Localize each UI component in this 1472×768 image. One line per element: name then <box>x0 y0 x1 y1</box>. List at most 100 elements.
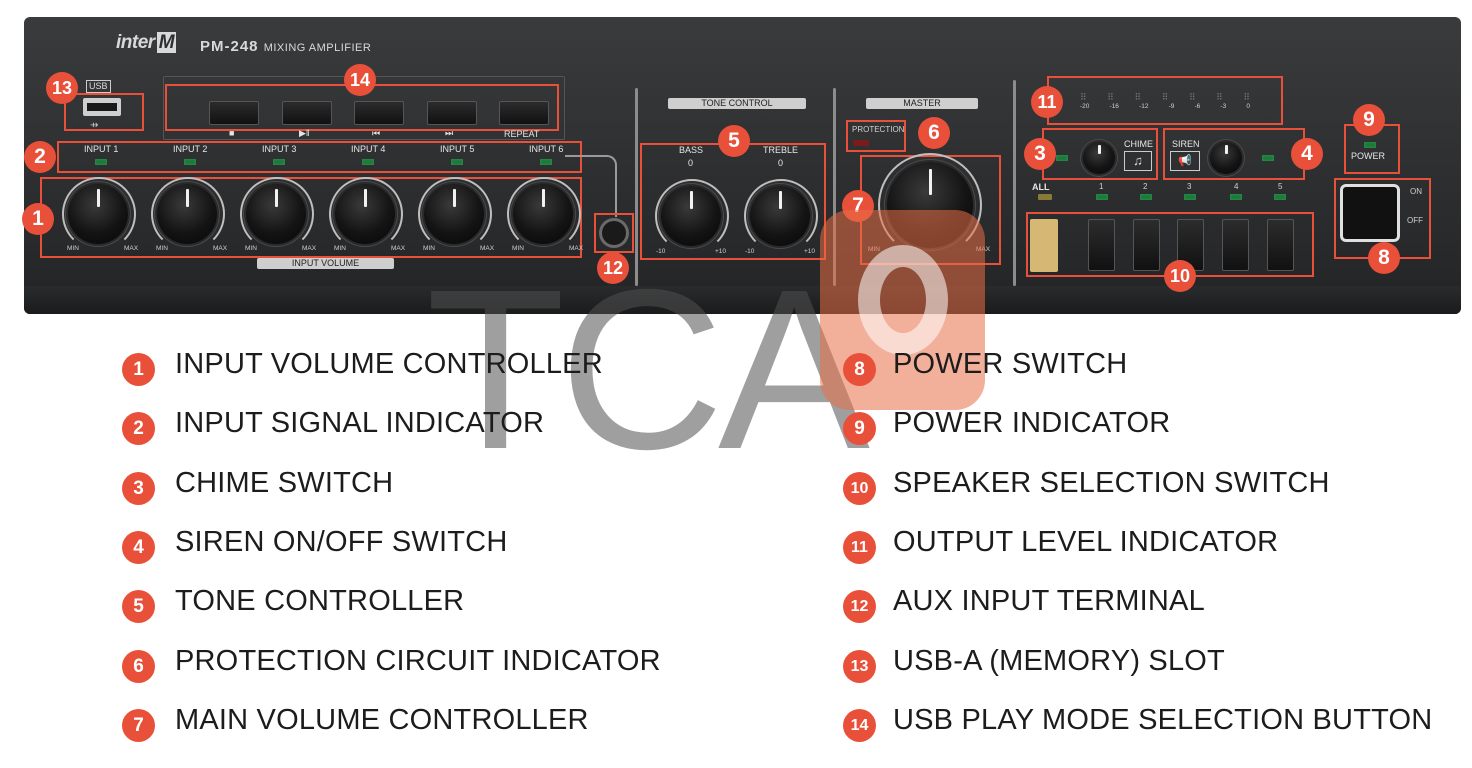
level-led-dots: ⠿⠿⠿⠿⠿⠿⠿ <box>1080 92 1250 102</box>
speaker-number-2: 2 <box>1143 182 1148 191</box>
input-led-3 <box>273 159 285 165</box>
siren-switch[interactable] <box>1210 142 1242 174</box>
callout-frame-6 <box>846 120 906 152</box>
legend-badge-14: 14 <box>843 709 876 742</box>
previous-button[interactable] <box>354 101 404 125</box>
legend-item-5: TONE CONTROLLER <box>175 585 465 617</box>
watermark-text: TCA <box>426 243 870 497</box>
knob-max-3: MAX <box>302 245 317 252</box>
input-label-1: INPUT 1 <box>84 144 119 154</box>
treble-zero-mark: 0 <box>778 158 784 168</box>
legend-item-13: USB-A (MEMORY) SLOT <box>893 645 1225 677</box>
legend-item-11: OUTPUT LEVEL INDICATOR <box>893 526 1279 558</box>
legend-item-1: INPUT VOLUME CONTROLLER <box>175 348 603 380</box>
legend-item-7: MAIN VOLUME CONTROLLER <box>175 704 589 736</box>
level-mark: -16 <box>1109 103 1119 110</box>
repeat-button[interactable] <box>499 101 549 125</box>
speaker-led-2 <box>1140 194 1152 200</box>
stop-icon: ■ <box>229 128 235 138</box>
knob-max-1: MAX <box>124 245 139 252</box>
legend-badge-4: 4 <box>122 531 155 564</box>
level-mark: -3 <box>1220 103 1227 110</box>
speaker-led-4 <box>1230 194 1242 200</box>
legend-badge-13: 13 <box>843 650 876 683</box>
knob-min-2: MIN <box>156 245 168 252</box>
speaker-all-label: ALL <box>1032 182 1050 192</box>
speaker-all-led <box>1038 194 1052 200</box>
legend-badge-5: 5 <box>122 590 155 623</box>
input-volume-knob-3[interactable] <box>246 184 306 244</box>
callout-badge-14: 14 <box>344 64 376 96</box>
callout-badge-3: 3 <box>1024 138 1056 170</box>
level-mark: -12 <box>1139 103 1149 110</box>
legend-item-9: POWER INDICATOR <box>893 407 1171 439</box>
legend-badge-7: 7 <box>122 709 155 742</box>
power-off-label: OFF <box>1407 216 1423 225</box>
bass-scale <box>655 179 729 253</box>
next-icon: ⏭ <box>445 128 454 138</box>
input-led-2 <box>184 159 196 165</box>
speaker-switch-5[interactable] <box>1267 219 1294 271</box>
model-subtitle: MIXING AMPLIFIER <box>263 42 372 54</box>
level-mark: -20 <box>1080 103 1090 110</box>
input-led-1 <box>95 159 107 165</box>
input-label-5: INPUT 5 <box>440 144 475 154</box>
speaker-all-switch[interactable] <box>1030 219 1058 272</box>
level-mark: 0 <box>1246 103 1250 110</box>
chime-switch[interactable] <box>1083 142 1115 174</box>
divider-2 <box>833 88 836 286</box>
power-led <box>1364 142 1376 148</box>
next-button[interactable] <box>427 101 477 125</box>
knob-scale-5 <box>418 177 492 251</box>
power-on-label: ON <box>1410 187 1422 196</box>
chime-led <box>1056 155 1068 161</box>
legend-item-8: POWER SWITCH <box>893 348 1128 380</box>
aux-guide-line <box>565 155 617 217</box>
bass-knob[interactable] <box>661 186 721 246</box>
model-name: PM-248 MIXING AMPLIFIER <box>200 38 371 55</box>
input-volume-knob-6[interactable] <box>513 184 573 244</box>
callout-badge-1: 1 <box>22 203 54 235</box>
speaker-number-3: 3 <box>1187 182 1192 191</box>
aux-input-jack[interactable] <box>602 221 626 245</box>
level-scale: -20 -16 -12 -9 -6 -3 0 <box>1080 103 1250 110</box>
speaker-switch-1[interactable] <box>1088 219 1115 271</box>
treble-label: TREBLE <box>763 145 799 155</box>
treble-knob[interactable] <box>750 186 810 246</box>
play-pause-button[interactable] <box>282 101 332 125</box>
legend-item-12: AUX INPUT TERMINAL <box>893 585 1205 617</box>
input-volume-knob-1[interactable] <box>68 184 128 244</box>
bass-label: BASS <box>679 145 704 155</box>
callout-badge-4: 4 <box>1291 138 1323 170</box>
power-label: POWER <box>1351 151 1386 161</box>
legend-item-2: INPUT SIGNAL INDICATOR <box>175 407 545 439</box>
knob-scale-2 <box>151 177 225 251</box>
usb-symbol-icon: ⇸ <box>90 120 99 131</box>
legend-item-10: SPEAKER SELECTION SWITCH <box>893 467 1330 499</box>
legend-badge-12: 12 <box>843 590 876 623</box>
input-volume-label: INPUT VOLUME <box>257 258 394 269</box>
previous-icon: ⏮ <box>372 128 381 138</box>
input-volume-knob-5[interactable] <box>424 184 484 244</box>
brand-text: inter <box>116 32 155 53</box>
input-volume-knob-4[interactable] <box>335 184 395 244</box>
speaker-switch-2[interactable] <box>1133 219 1160 271</box>
protection-label: PROTECTION <box>852 125 905 134</box>
input-label-2: INPUT 2 <box>173 144 208 154</box>
tone-control-label: TONE CONTROL <box>668 98 806 109</box>
divider-3 <box>1013 80 1016 286</box>
callout-badge-6: 6 <box>918 117 950 149</box>
input-volume-knob-2[interactable] <box>157 184 217 244</box>
input-led-6 <box>540 159 552 165</box>
legend-badge-3: 3 <box>122 472 155 505</box>
speaker-switch-4[interactable] <box>1222 219 1249 271</box>
knob-max-5: MAX <box>480 245 495 252</box>
treble-max: +10 <box>804 248 816 255</box>
knob-max-4: MAX <box>391 245 406 252</box>
stop-button[interactable] <box>209 101 259 125</box>
callout-badge-9: 9 <box>1353 104 1385 136</box>
power-switch[interactable] <box>1340 184 1400 242</box>
legend-badge-6: 6 <box>122 650 155 683</box>
input-led-5 <box>451 159 463 165</box>
usb-a-slot[interactable] <box>83 98 121 116</box>
